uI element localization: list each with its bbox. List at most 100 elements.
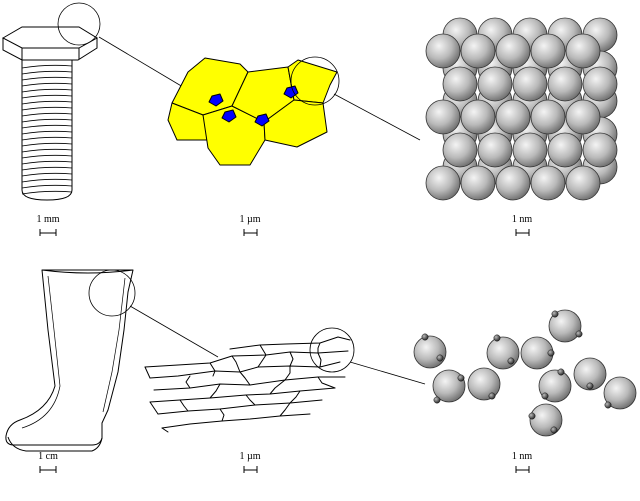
crosslink xyxy=(259,344,267,356)
crosslinked-molecules xyxy=(413,309,637,437)
zoom-callout xyxy=(309,327,426,385)
zoom-line xyxy=(349,361,426,385)
zoom-callout xyxy=(290,56,421,141)
atom xyxy=(442,132,478,168)
bolt-thread-line xyxy=(21,118,73,123)
crosslink-atom xyxy=(421,333,429,341)
boot-seam xyxy=(102,277,126,413)
bolt-thread-line xyxy=(21,76,73,81)
bolt-thread-line xyxy=(21,94,73,99)
atom xyxy=(425,33,461,69)
atom xyxy=(547,66,583,102)
atom xyxy=(530,33,566,69)
crosslink-atom xyxy=(436,354,444,362)
atom xyxy=(495,99,531,135)
bolt-thread-line xyxy=(21,124,73,129)
scale-bar-label: 1 cm xyxy=(38,451,58,462)
scale-bar-grains: 1 µm xyxy=(239,214,261,236)
bolt-thread-line xyxy=(21,64,73,69)
molecule xyxy=(548,309,582,343)
atom xyxy=(495,165,531,201)
crosslink xyxy=(284,365,291,381)
crosslink xyxy=(289,390,301,404)
boot-rim xyxy=(41,269,134,274)
zoom-line xyxy=(129,305,219,358)
bolt-thread-line xyxy=(21,160,73,165)
polymer-chain xyxy=(149,361,341,379)
bolt-thread-line xyxy=(21,148,73,153)
atom xyxy=(565,33,601,69)
molecule xyxy=(467,367,501,401)
bolt-thread-line xyxy=(21,154,73,159)
crosslink-atom xyxy=(541,392,549,400)
zoom-circle xyxy=(57,2,101,46)
crosslink xyxy=(257,354,267,368)
atom xyxy=(582,66,618,102)
scale-bar-bolt: 1 mm xyxy=(36,214,60,236)
atom xyxy=(460,33,496,69)
crosslink xyxy=(289,351,294,367)
bolt-thread-line xyxy=(21,70,73,75)
boot-sole xyxy=(7,436,103,452)
bolt-drawing xyxy=(1,26,98,201)
crosslink-atom xyxy=(433,396,441,404)
crosslink-atom xyxy=(488,392,496,400)
atom xyxy=(477,66,513,102)
boot-outline xyxy=(5,269,134,446)
atom xyxy=(512,132,548,168)
molecule xyxy=(413,335,447,369)
scale-bar-chains: 1 µm xyxy=(239,451,261,473)
scale-bar xyxy=(243,466,258,473)
scale-bar-label: 1 nm xyxy=(512,214,533,225)
scale-bar xyxy=(243,229,258,236)
crosslink xyxy=(269,379,286,395)
bolt-threads xyxy=(21,64,73,195)
molecule xyxy=(432,369,466,403)
scale-bar xyxy=(515,466,530,473)
atom xyxy=(582,132,618,168)
scale-bar xyxy=(39,466,57,473)
molecule xyxy=(603,376,637,410)
bolt-thread-line xyxy=(21,184,73,189)
dislocation xyxy=(283,85,299,99)
crosslink xyxy=(317,352,322,368)
bolt-thread-line xyxy=(21,82,73,87)
zoom-circle xyxy=(309,327,355,373)
polymer-chain xyxy=(161,413,311,429)
crosslink-atom xyxy=(551,310,559,318)
bolt-thread-line xyxy=(21,190,73,195)
crosslink-atom xyxy=(575,330,583,338)
zoom-line xyxy=(333,93,421,141)
metal-grains-drawing xyxy=(167,57,338,166)
zoom-callout xyxy=(88,269,219,358)
atom xyxy=(460,165,496,201)
crosslink-atom xyxy=(493,334,501,342)
crosslink-atom xyxy=(604,401,612,409)
crosslink-atom xyxy=(586,382,594,390)
zoom-circle xyxy=(88,269,136,317)
zoom-line xyxy=(98,36,184,88)
bolt-thread-line xyxy=(21,166,73,171)
atom xyxy=(477,132,513,168)
atom xyxy=(547,132,583,168)
atom xyxy=(512,66,548,102)
bolt-thread-line xyxy=(21,106,73,111)
crosslink-atom xyxy=(457,374,465,382)
scale-bar xyxy=(39,229,57,236)
grain xyxy=(263,99,328,148)
crosslink-atom xyxy=(550,426,558,434)
scale-bar-lattice: 1 nm xyxy=(512,214,533,236)
crosslink xyxy=(245,394,256,406)
scale-bar xyxy=(515,229,530,236)
bolt-thread-line xyxy=(21,112,73,117)
crosslink-atom xyxy=(557,368,565,376)
crosslink xyxy=(219,408,225,422)
metal-atom-lattice xyxy=(425,17,618,201)
crosslink xyxy=(317,376,336,389)
scale-bar-label: 1 nm xyxy=(512,451,533,462)
dislocation xyxy=(221,109,237,123)
zoom-callout xyxy=(57,2,184,88)
crosslink xyxy=(209,362,216,377)
polymer-chains-drawing xyxy=(144,336,351,433)
